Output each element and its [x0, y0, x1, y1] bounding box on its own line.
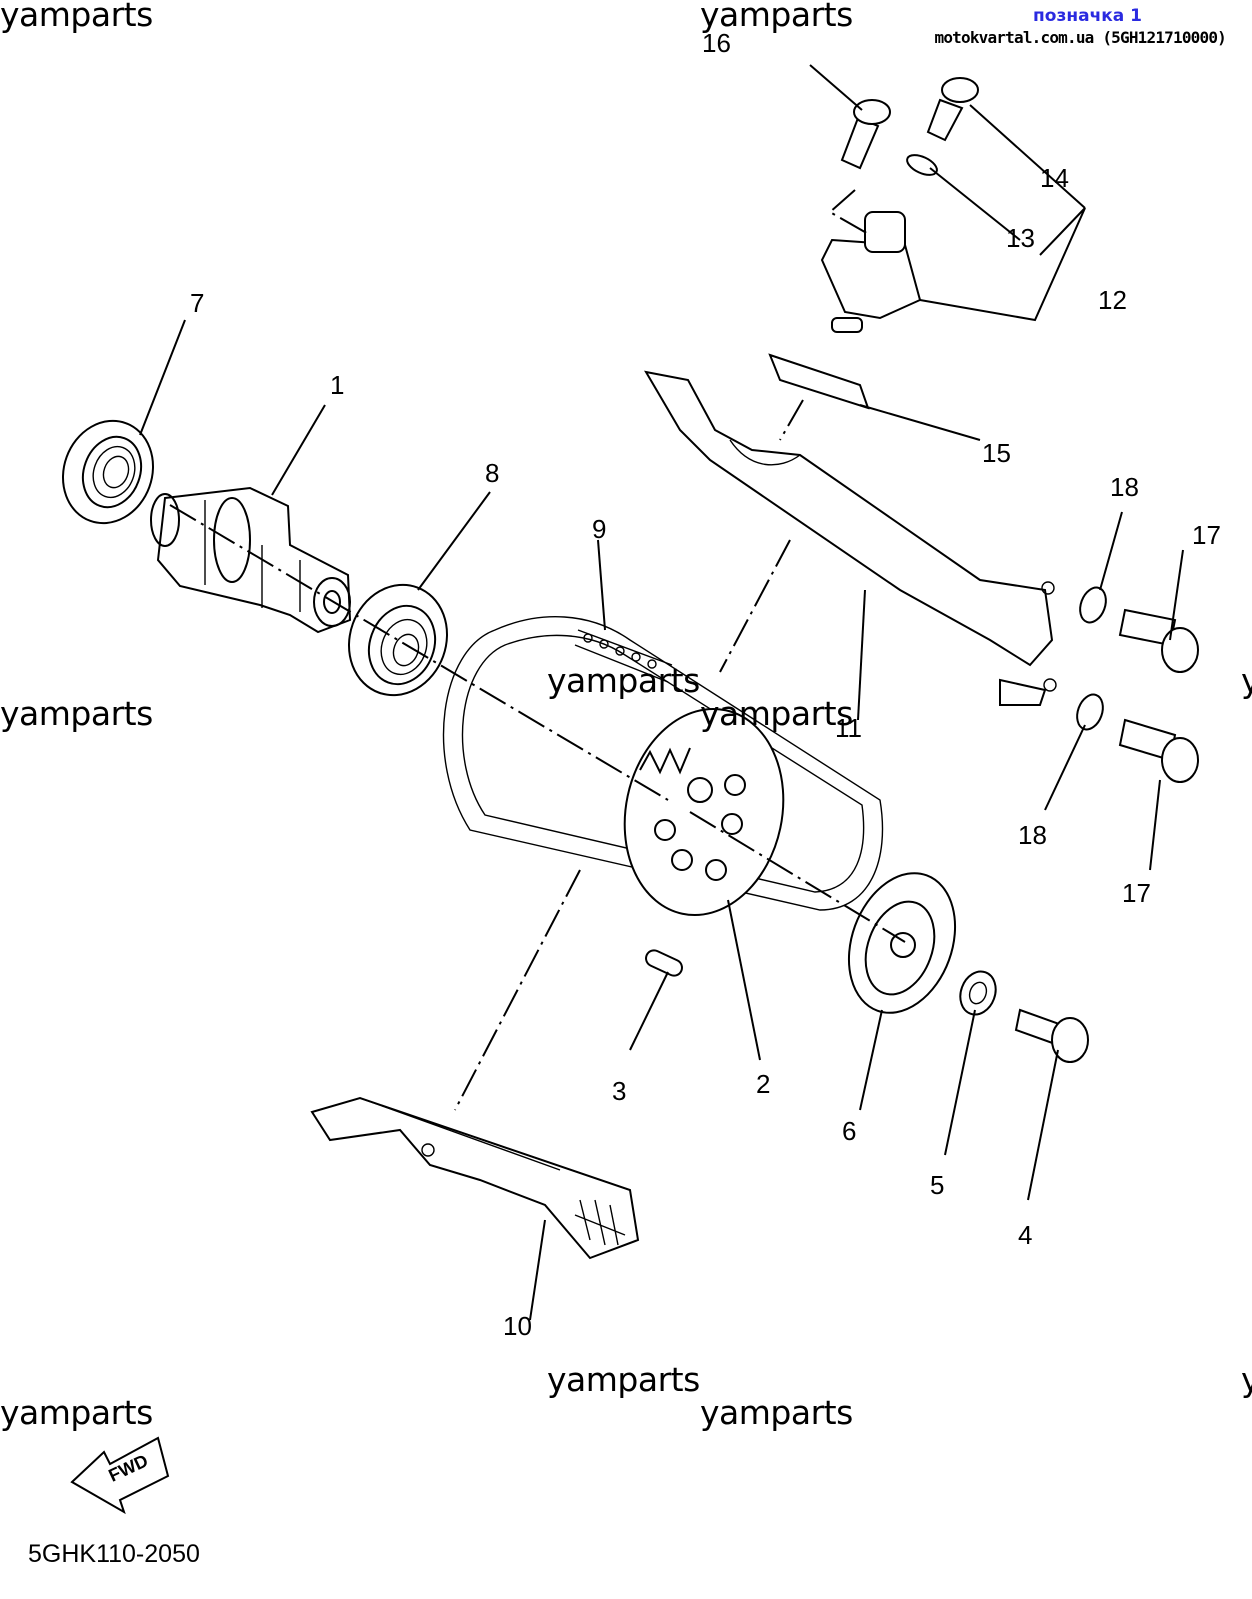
alignment-lines	[169, 189, 906, 1111]
part-number-13: 13	[1006, 223, 1035, 253]
chain-segment-9	[574, 629, 673, 683]
fwd-arrow-icon	[70, 1436, 170, 1515]
tensioner-12	[820, 211, 922, 333]
part-number-9: 9	[592, 514, 607, 544]
sprocket-2	[623, 707, 785, 917]
watermark: yamparts	[547, 661, 700, 700]
watermark: yamparts	[0, 694, 153, 733]
part-number-8: 8	[485, 458, 500, 488]
part-number-1: 1	[330, 370, 345, 400]
watermark: yamparts	[547, 1360, 700, 1399]
part-number-5: 5	[930, 1170, 945, 1200]
part-number-3: 3	[612, 1076, 627, 1106]
part-number-17: 17	[1192, 520, 1221, 550]
plate-6	[847, 872, 957, 1014]
part-number-11: 11	[835, 713, 862, 743]
part-number-12: 12	[1098, 285, 1127, 315]
part-number-14: 14	[1040, 163, 1069, 193]
part-number-18: 18	[1110, 472, 1139, 502]
part-number-2: 2	[756, 1069, 771, 1099]
header-label: позначка 1	[1033, 6, 1142, 26]
part-number-4: 4	[1018, 1220, 1033, 1250]
part-number-7: 7	[190, 288, 205, 318]
part-number-15: 15	[982, 438, 1011, 468]
part-number-10: 10	[503, 1311, 532, 1341]
watermark: yamparts	[0, 1393, 153, 1432]
washer-18-lower	[1076, 693, 1104, 731]
header-site: motokvartal.com.ua (5GH121710000)	[934, 28, 1227, 47]
bolt-4	[1014, 1008, 1089, 1063]
bearing-8	[347, 583, 449, 697]
washer-18-upper	[1079, 586, 1107, 624]
part-number-18: 18	[1018, 820, 1047, 850]
gasket-15	[768, 353, 870, 410]
watermark: yamparts	[700, 694, 853, 733]
washer-5	[959, 970, 997, 1016]
part-number-16: 16	[702, 28, 731, 58]
watermark: y	[1241, 1360, 1252, 1399]
bearing-7	[61, 419, 155, 525]
bolt-17-lower	[1118, 718, 1199, 783]
timing-chain-10	[442, 616, 884, 911]
watermark: yamparts	[700, 1393, 853, 1432]
tensioner-guide-11	[644, 370, 1057, 706]
part-number-17: 17	[1122, 878, 1151, 908]
bolt-14	[926, 77, 979, 142]
part-number-6: 6	[842, 1116, 857, 1146]
camshaft-1	[150, 486, 352, 634]
diagram-code: 5GHK110-2050	[28, 1540, 200, 1568]
bolt-17-upper	[1118, 608, 1199, 673]
dowel-pin-3	[645, 949, 683, 977]
leader-lines	[139, 64, 1184, 1321]
washer-13	[906, 154, 938, 176]
watermark: y	[1241, 661, 1252, 700]
watermark: yamparts	[700, 0, 853, 34]
watermark: yamparts	[0, 0, 153, 34]
chain-guide-10	[310, 1096, 640, 1260]
bolt-16	[840, 99, 891, 170]
